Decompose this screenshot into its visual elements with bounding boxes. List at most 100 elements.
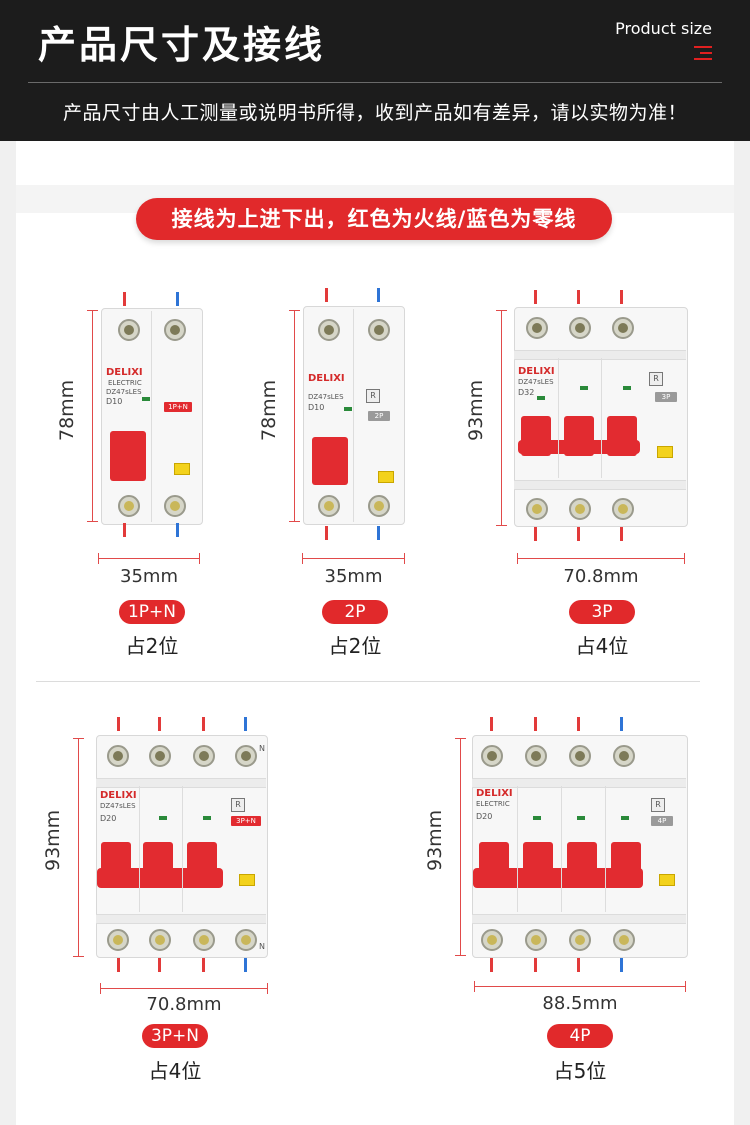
brand-logo: DELIXI	[106, 367, 143, 378]
test-button	[657, 446, 673, 458]
pole-tag: 2P	[368, 411, 390, 421]
indicator-led	[580, 386, 588, 390]
wire-live-top	[620, 290, 623, 304]
height-dimension-line	[87, 310, 98, 522]
width-label: 70.8mm	[146, 994, 222, 1015]
terminal-screw-icon	[118, 495, 140, 517]
menu-lines-icon	[694, 46, 712, 64]
terminal-screw-icon	[569, 498, 591, 520]
content-panel	[16, 141, 734, 1125]
model-label: DZ47sLES	[100, 802, 136, 810]
width-label: 88.5mm	[542, 993, 618, 1014]
page-title: 产品尺寸及接线	[38, 23, 326, 67]
terminal-screw-icon	[525, 929, 547, 951]
width-dimension-line	[100, 983, 268, 994]
wire-live-top	[534, 717, 537, 731]
pole-tag: 1P+N	[164, 402, 192, 412]
indicator-led	[533, 816, 541, 820]
terminal-screw-icon	[368, 319, 390, 341]
pole-separator	[601, 358, 602, 478]
neutral-mark: N	[259, 744, 265, 753]
disclaimer-note: 产品尺寸由人工测量或说明书所得，收到产品如有差异，请以实物为准！	[62, 102, 687, 124]
terminal-screw-icon	[612, 498, 634, 520]
indicator-led	[159, 816, 167, 820]
height-dimension-line	[496, 310, 507, 526]
wire-live-top	[158, 717, 161, 731]
terminal-screw-icon	[318, 319, 340, 341]
indicator-led	[142, 397, 150, 401]
wire-neutral-bottom	[176, 523, 179, 537]
height-label: 93mm	[465, 379, 487, 441]
din-rail-bottom	[514, 480, 686, 490]
terminal-screw-icon	[193, 929, 215, 951]
model-label: DZ47sLES	[106, 388, 142, 396]
wire-live-top	[325, 288, 328, 302]
din-rail-bottom	[96, 914, 266, 924]
wire-live-bottom	[117, 958, 120, 972]
brand-sub: ELECTRIC	[108, 379, 142, 387]
wiring-banner: 接线为上进下出，红色为火线/蓝色为零线	[136, 198, 612, 240]
breaker-image: N DELIXI DZ47sLES D20 R 3P+N N	[96, 735, 268, 958]
width-label: 35mm	[324, 566, 383, 587]
rating-label: D10	[308, 403, 325, 412]
height-label: 78mm	[258, 379, 280, 441]
wire-neutral-bottom	[377, 526, 380, 540]
wire-live-bottom	[577, 527, 580, 541]
terminal-screw-icon	[118, 319, 140, 341]
terminal-screw-icon	[368, 495, 390, 517]
height-label: 93mm	[424, 809, 446, 871]
pole-tag: 3P	[655, 392, 677, 402]
terminal-screw-icon	[107, 929, 129, 951]
indicator-led	[621, 816, 629, 820]
terminal-screw-icon	[569, 745, 591, 767]
test-button	[378, 471, 394, 483]
header: 产品尺寸及接线 Product size 产品尺寸由人工测量或说明书所得，收到产…	[0, 0, 750, 141]
model-label: DZ47sLES	[518, 378, 554, 386]
handle-tie-bar	[518, 440, 640, 454]
pole-tag: 3P+N	[231, 816, 261, 826]
width-dimension-line	[302, 553, 405, 564]
terminal-screw-icon	[318, 495, 340, 517]
reset-box: R	[231, 798, 245, 812]
terminal-screw-icon	[569, 929, 591, 951]
din-rail-top	[514, 350, 686, 360]
height-label: 78mm	[56, 379, 78, 441]
model-label: DZ47sLES	[308, 393, 344, 401]
wire-neutral-top	[620, 717, 623, 731]
pole-separator	[605, 786, 606, 912]
breaker-image: DELIXI DZ47sLES D32 R 3P	[514, 307, 688, 527]
terminal-screw-icon	[613, 745, 635, 767]
pole-separator	[353, 309, 354, 522]
wire-neutral-top	[377, 288, 380, 302]
height-label: 93mm	[42, 809, 64, 871]
reset-box: R	[366, 389, 380, 403]
terminal-screw-icon	[107, 745, 129, 767]
terminal-screw-icon	[526, 317, 548, 339]
wire-live-top	[202, 717, 205, 731]
rating-label: D20	[100, 814, 117, 823]
terminal-screw-icon	[164, 495, 186, 517]
wire-live-bottom	[620, 527, 623, 541]
handle-tie-bar	[473, 868, 643, 888]
wire-live-top	[534, 290, 537, 304]
terminal-screw-icon	[235, 745, 257, 767]
terminal-screw-icon	[525, 745, 547, 767]
width-dimension-line	[474, 981, 686, 992]
wire-live-top	[117, 717, 120, 731]
terminal-screw-icon	[193, 745, 215, 767]
slot-count: 占2位	[125, 634, 179, 658]
reset-box: R	[649, 372, 663, 386]
rating-label: D32	[518, 388, 535, 397]
pole-separator	[517, 786, 518, 912]
pole-tag: 4P	[651, 816, 673, 826]
terminal-screw-icon	[149, 929, 171, 951]
indicator-led	[203, 816, 211, 820]
wire-live-bottom	[534, 958, 537, 972]
type-pill: 4P	[547, 1024, 613, 1048]
rating-label: D20	[476, 812, 493, 821]
din-rail-bottom	[472, 914, 686, 924]
breaker-image: DELIXI DZ47sLES D10 R 2P	[303, 306, 405, 525]
height-dimension-line	[455, 738, 466, 956]
wire-live-top	[577, 290, 580, 304]
height-dimension-line	[289, 310, 300, 522]
